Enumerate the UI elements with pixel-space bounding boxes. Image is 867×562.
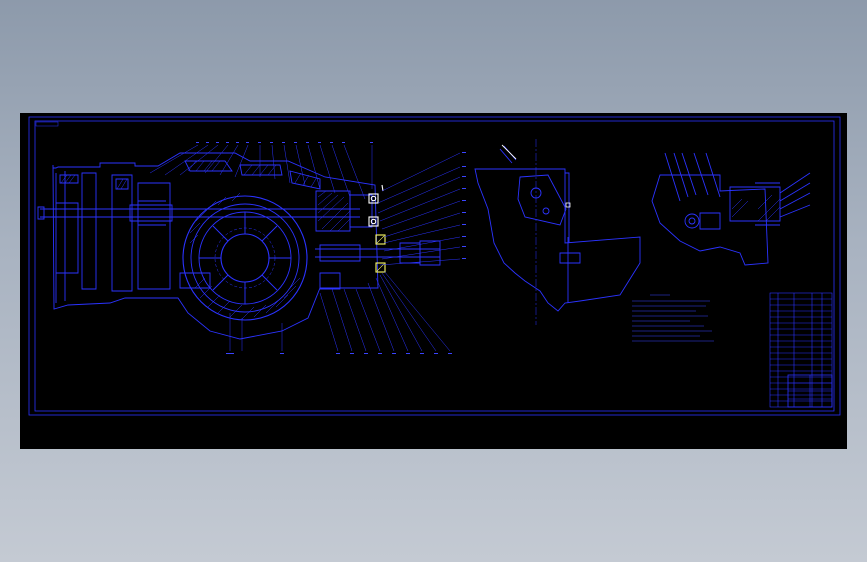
- outer-border: [28, 116, 841, 416]
- leader-number-marks: [196, 142, 466, 354]
- inner-border: [34, 120, 835, 412]
- leader-lines: [149, 144, 461, 352]
- lower-shaft: [315, 248, 440, 258]
- gear-hub: [220, 233, 270, 283]
- assembly-drawing: [28, 116, 841, 416]
- bearing-highlights: [368, 184, 386, 273]
- main-section-view: [37, 152, 441, 340]
- detail-view: [651, 152, 811, 266]
- side-view: [474, 139, 641, 325]
- housing-outline: [52, 152, 379, 340]
- title-block: [769, 292, 833, 408]
- top-left-tag: [35, 121, 59, 127]
- lever-arm: [499, 145, 517, 164]
- large-gear: [182, 195, 308, 321]
- technical-notes: [632, 294, 714, 342]
- cad-viewport[interactable]: [20, 113, 847, 449]
- upper-shaft: [40, 208, 360, 218]
